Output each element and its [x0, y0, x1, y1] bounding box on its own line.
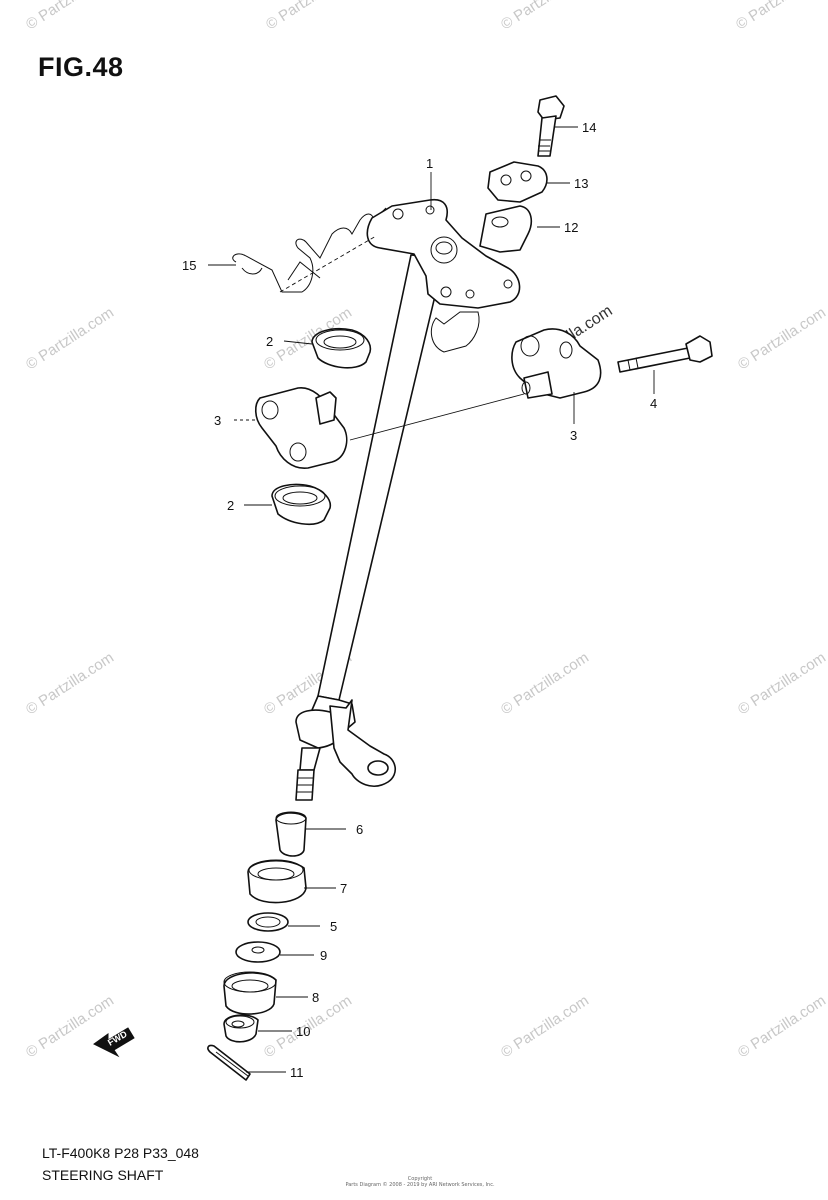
callouts: 1 2 2 3 3 4 5 6 7 8 9 10 11 12 13 14 15 [182, 120, 657, 1080]
part-7-oil-seal [247, 859, 307, 904]
callout-11: 11 [290, 1065, 304, 1080]
copyright-line-2: Parts Diagram © 2008 - 2019 by ARI Netwo… [345, 1182, 495, 1188]
callout-3-left: 3 [214, 413, 221, 428]
part-8-bearing [223, 971, 277, 1015]
watermark: © Partzilla.com [23, 992, 117, 1061]
part-10-nut [223, 1014, 259, 1043]
watermark: © Partzilla.com [735, 992, 828, 1061]
callout-2-upper: 2 [266, 334, 273, 349]
callout-5: 5 [330, 919, 337, 934]
callout-4: 4 [650, 396, 657, 411]
fwd-arrow-icon [93, 1027, 135, 1058]
part-11-cotter-pin [207, 1044, 251, 1081]
callout-2-lower: 2 [227, 498, 234, 513]
watermark: © Partzilla.com [735, 649, 828, 718]
callout-12: 12 [564, 220, 578, 235]
callout-6: 6 [356, 822, 363, 837]
copyright-line-1: Copyright [407, 1176, 433, 1182]
callout-9: 9 [320, 948, 327, 963]
copyright-notice: Copyright Parts Diagram © 2008 - 2019 by… [320, 1176, 520, 1188]
watermark: © Partzilla.com [498, 992, 592, 1061]
watermark: © Partzilla.com [735, 304, 828, 373]
callout-10: 10 [296, 1024, 310, 1039]
part-1-steering-shaft [295, 198, 521, 801]
watermark: © Partzilla.com [23, 304, 117, 373]
watermark: © Partzilla.com [733, 0, 827, 33]
callout-7: 7 [340, 881, 347, 896]
part-3-shaft-holder-right [511, 328, 602, 399]
callout-1: 1 [426, 156, 433, 171]
watermark: © Partzilla.com [263, 0, 357, 33]
callout-14: 14 [582, 120, 596, 135]
part-4-bolt [617, 335, 713, 373]
figure-title: FIG.48 [38, 52, 124, 82]
watermark: © Partzilla.com [498, 649, 592, 718]
part-15-spring [232, 207, 387, 293]
part-13-upper-holder [487, 161, 548, 203]
part-12-lower-holder [479, 205, 533, 253]
part-5-o-ring [247, 912, 289, 932]
part-3-shaft-holder-left [254, 387, 348, 469]
part-9-washer [235, 941, 281, 963]
leader-lines [208, 126, 655, 1073]
part-6-bushing [275, 811, 307, 857]
watermark: © Partzilla.com [23, 0, 117, 33]
diagram-title: STEERING SHAFT [42, 1167, 164, 1183]
fwd-arrow: FWD [93, 1027, 135, 1058]
part-2-bushing-lower [271, 483, 332, 526]
model-code: LT-F400K8 P28 P33_048 [42, 1145, 199, 1161]
callout-13: 13 [574, 176, 588, 191]
watermark: © Partzilla.com [498, 0, 592, 33]
part-14-bolt [537, 95, 565, 157]
part-2-bushing-upper [311, 327, 372, 369]
watermark: © Partzilla.com [23, 649, 117, 718]
callout-8: 8 [312, 990, 319, 1005]
callout-3-right: 3 [570, 428, 577, 443]
callout-15: 15 [182, 258, 196, 273]
